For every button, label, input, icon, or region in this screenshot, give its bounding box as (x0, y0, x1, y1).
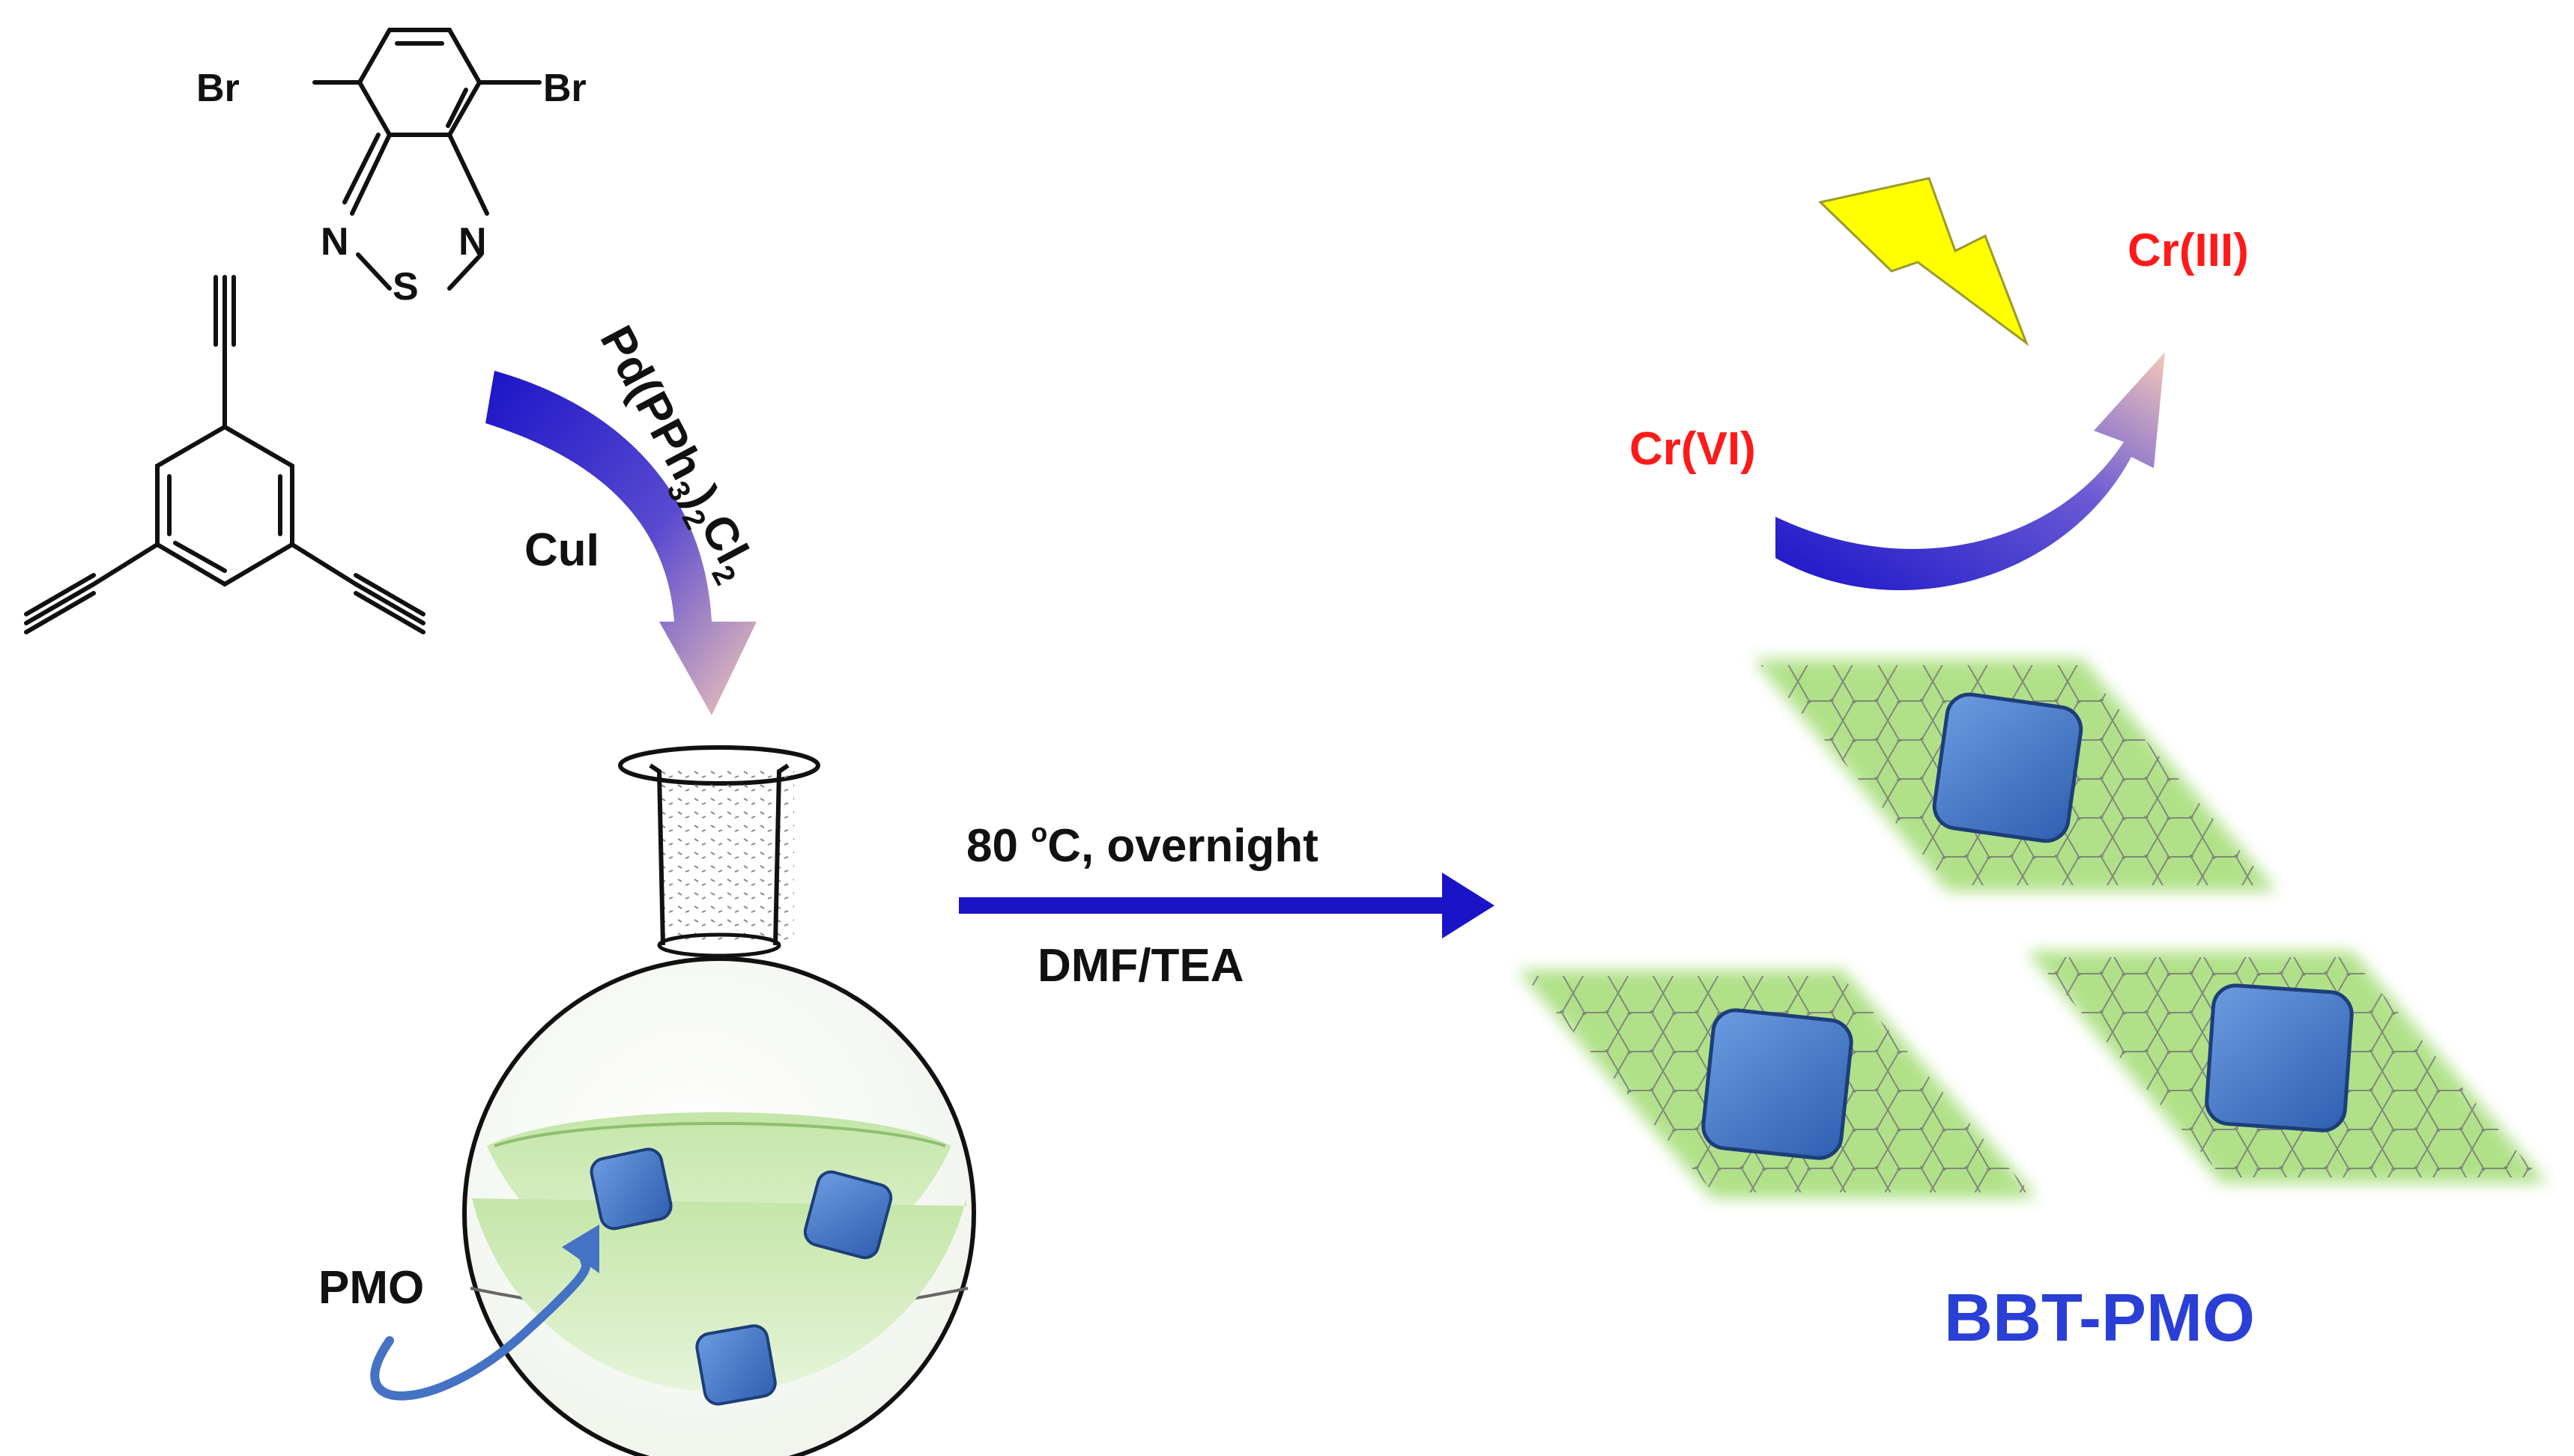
pmo-pointer-arrow (370, 1225, 599, 1401)
degree-symbol: o (1031, 817, 1047, 848)
lightning-icon (1817, 177, 2029, 347)
temperature-value: 80 (966, 820, 1031, 872)
pmo-label: PMO (318, 1262, 424, 1314)
sulfur-label: S (393, 265, 419, 309)
product-label: BBT-PMO (1944, 1281, 2255, 1356)
conditions-label: 80 oC, overnight (966, 817, 1318, 872)
cocatalyst-label: CuI (524, 524, 599, 576)
nitrogen-right-label: N (458, 220, 487, 264)
pmo-cube-3 (695, 1324, 777, 1406)
framework-sheet-top (1753, 659, 2277, 891)
chromium-iii-label: Cr(III) (2128, 225, 2249, 276)
reaction-arrow (959, 873, 1495, 938)
dibromobenzothiadiazole-molecule (312, 28, 542, 291)
solvent-label: DMF/TEA (1038, 940, 1244, 992)
curved-reagent-arrow (485, 371, 757, 715)
reduction-arrow (1775, 352, 2165, 591)
pmo-cube-1 (590, 1147, 673, 1231)
temperature-rest: C, overnight (1047, 820, 1318, 872)
chromium-vi-label: Cr(VI) (1629, 423, 1756, 475)
triethynylbenzene-molecule (24, 275, 426, 634)
pmo-cube-2 (803, 1170, 893, 1260)
framework-sheet-right (2026, 951, 2547, 1183)
nitrogen-left-label: N (321, 220, 349, 264)
bromine-left-label: Br (196, 67, 240, 110)
framework-sheet-left (1517, 970, 2038, 1198)
bromine-right-label: Br (543, 67, 587, 110)
